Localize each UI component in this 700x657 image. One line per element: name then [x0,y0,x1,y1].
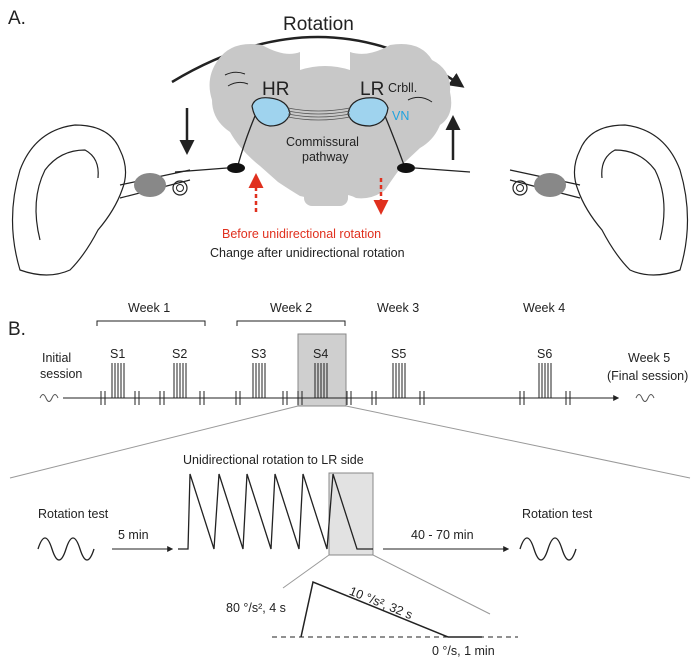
velocity-profile [300,580,449,638]
nerve-right-out [414,167,471,173]
ganglion-right [397,163,415,173]
s6-label: S6 [537,347,552,361]
week5-label: Week 5 [628,351,670,365]
zoom-line-right [345,405,691,479]
session-marks [100,363,571,405]
decel-label: 10 °/s², 32 s [347,584,414,622]
accel-label: 80 °/s², 4 s [226,601,286,615]
folia-left-2 [227,81,249,87]
commissural-label-2: pathway [302,150,349,164]
nerve-left [237,115,256,166]
crbll-label: Crbll. [388,81,417,95]
vn-label: VN [392,109,409,123]
forty-seventy-label: 40 - 70 min [411,528,474,542]
commissural-fibers [287,107,351,121]
middle-ear-left [134,173,166,197]
commissural-label-1: Commissural [286,135,359,149]
zoom-line-left [9,405,299,479]
cochlea-left-inner [176,184,184,192]
initial-sinusoid [39,394,59,402]
s1-label: S1 [110,347,125,361]
rotation-test-right-wave [519,537,577,561]
change-label: Change after unidirectional rotation [210,246,405,260]
rotation-label: Rotation [283,14,354,35]
ear-right [509,124,689,276]
week1-bracket [96,320,206,326]
cochlea-left [172,180,188,196]
zoom2-line-right [372,554,491,615]
ganglion-left [227,163,245,173]
week1-label: Week 1 [128,301,170,315]
initial-label-1: Initial [42,351,71,365]
nucleus-right [347,97,389,127]
panel-b-label: B. [8,319,26,340]
five-min-label: 5 min [118,528,149,542]
lr-label: LR [360,79,384,100]
rotation-test-left-wave [37,537,95,561]
s3-label: S3 [251,347,266,361]
s5-label: S5 [391,347,406,361]
final-sinusoid [635,394,655,402]
folia-left [224,71,246,76]
folia-right [407,96,433,103]
s2-label: S2 [172,347,187,361]
week3-label: Week 3 [377,301,419,315]
ear-left [11,124,191,276]
rotation-test-left-label: Rotation test [38,507,109,521]
panel-a-label: A. [8,8,26,29]
sawtooth-profile [178,473,373,550]
final-session-label: (Final session) [607,369,688,383]
final-label: 0 °/s, 1 min [432,644,495,657]
before-label: Before unidirectional rotation [222,227,381,241]
initial-label-2: session [40,367,82,381]
nerve-right [384,115,405,166]
week2-label: Week 2 [270,301,312,315]
hr-label: HR [262,79,289,100]
zoom2-line-left [282,554,330,589]
week2-bracket [236,320,346,326]
unidirectional-label: Unidirectional rotation to LR side [183,453,364,467]
week4-label: Week 4 [523,301,565,315]
rotation-test-right-label: Rotation test [522,507,593,521]
brainstem-shape [209,44,452,206]
s4-label: S4 [313,347,328,361]
last-ramp-highlight [328,472,374,556]
s4-highlight-box [297,333,347,407]
